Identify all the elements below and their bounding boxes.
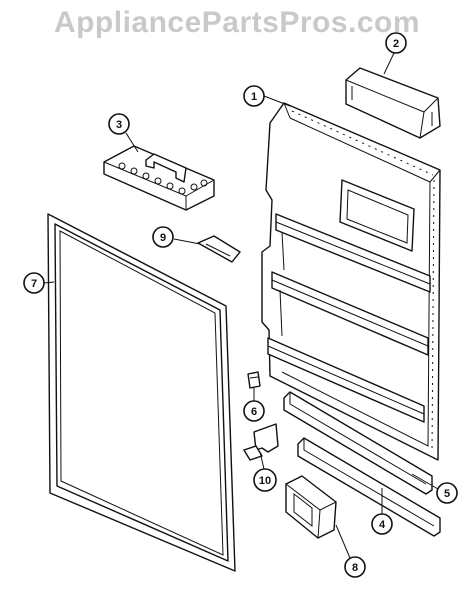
svg-text:9: 9 <box>160 232 166 244</box>
part-10-bracket <box>243 423 279 461</box>
callout-8: 8 <box>344 556 366 578</box>
svg-text:3: 3 <box>116 119 122 131</box>
callout-2: 2 <box>385 32 407 54</box>
leader-lines <box>43 52 439 559</box>
callout-7: 7 <box>23 272 45 294</box>
callout-9: 9 <box>152 226 174 248</box>
svg-text:4: 4 <box>379 519 386 531</box>
part-8-handle-block <box>285 475 337 539</box>
svg-text:10: 10 <box>259 475 271 487</box>
part-4-trim-rail <box>297 437 441 537</box>
callout-3: 3 <box>108 113 130 135</box>
part-5-trim-rail <box>283 391 433 495</box>
svg-text:8: 8 <box>352 562 358 574</box>
callout-10: 10 <box>253 468 277 492</box>
callout-6: 6 <box>243 400 265 422</box>
watermark-text: AppliancePartsPros.com <box>53 6 421 39</box>
part-3-egg-tray <box>103 145 215 211</box>
callout-5: 5 <box>436 482 458 504</box>
svg-text:1: 1 <box>251 91 257 103</box>
svg-text:6: 6 <box>251 406 257 418</box>
svg-text:7: 7 <box>31 278 37 290</box>
part-1-door-liner <box>261 102 441 461</box>
svg-text:2: 2 <box>393 38 399 50</box>
part-7-door-gasket <box>47 213 236 572</box>
svg-text:5: 5 <box>444 488 450 500</box>
part-9-clip <box>197 235 241 263</box>
part-6-stud <box>247 371 261 389</box>
callout-1: 1 <box>243 85 265 107</box>
callout-4: 4 <box>371 513 393 535</box>
part-2-dairy-door <box>345 67 441 139</box>
